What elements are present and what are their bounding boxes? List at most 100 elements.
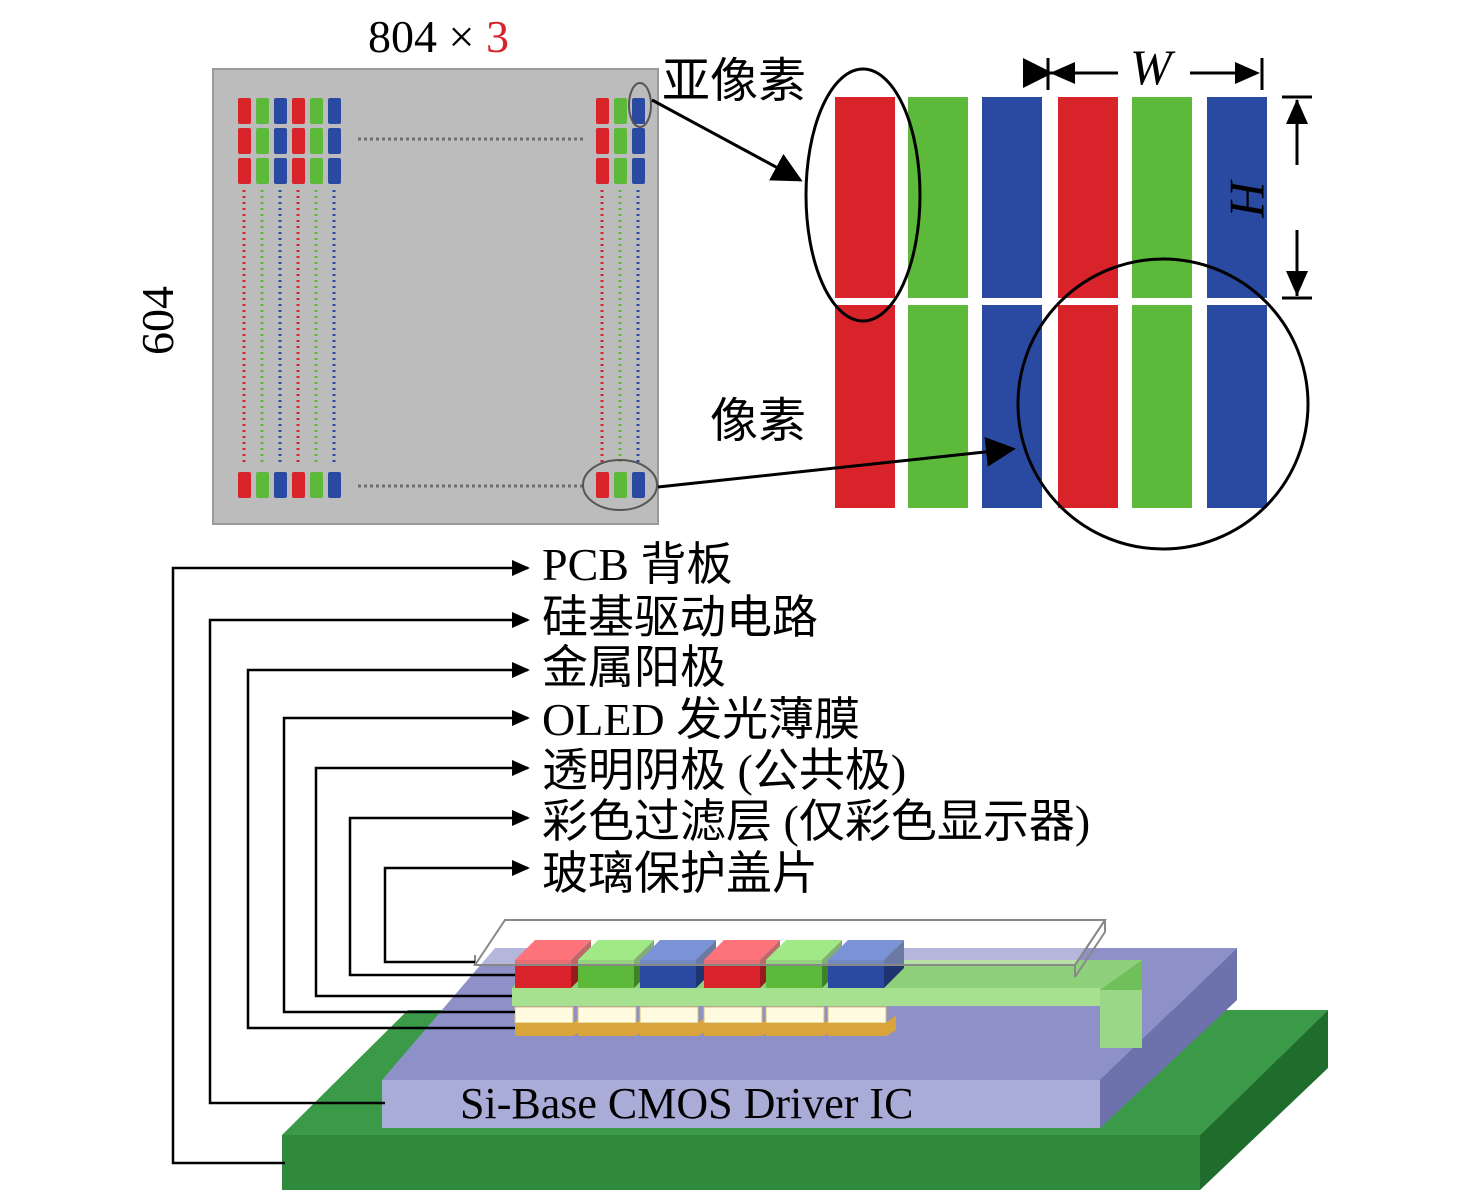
anode-white (639, 1006, 699, 1024)
panel-subpixel (238, 472, 251, 498)
layer-label-transparent-cathode: 透明阴极 (公共极) (542, 745, 907, 796)
zoom-subpixel (908, 305, 968, 508)
panel-subpixel (310, 128, 323, 154)
pixel-arrow (657, 436, 1016, 489)
panel-subpixel (256, 158, 269, 184)
panel-subpixel (596, 128, 609, 154)
panel-subpixel (614, 98, 627, 124)
anode-gold (828, 1015, 896, 1036)
subpixel-highlight-ellipse (628, 82, 652, 128)
width-dimension (1023, 58, 1264, 90)
anode-white (827, 1006, 887, 1024)
zoom-subpixel (1058, 97, 1118, 298)
zoom-subpixel (1058, 305, 1118, 508)
panel-subpixel (632, 158, 645, 184)
leader-arrowhead (512, 560, 530, 576)
panel-subpixel (632, 98, 645, 124)
panel-subpixel (596, 472, 609, 498)
anode-white (514, 1006, 574, 1024)
panel-subpixel (328, 158, 341, 184)
subpixel-label: 亚像素 (662, 55, 807, 108)
zoom-subpixel (1207, 305, 1267, 508)
zoom-subpixel (908, 97, 968, 298)
anode-white (765, 1006, 825, 1024)
subpixel-array (835, 97, 1267, 508)
zoom-subpixel (1132, 97, 1192, 298)
panel-subpixel (614, 128, 627, 154)
width-label: W (1130, 39, 1172, 95)
zoom-subpixel (835, 305, 895, 508)
subpixel-arrow (651, 98, 803, 182)
filter-top (704, 940, 780, 960)
panel-subpixel (632, 128, 645, 154)
layer-label-glass-cover: 玻璃保护盖片 (542, 848, 818, 899)
layer-label-pcb: PCB 背板 (542, 539, 733, 590)
panel-subpixel (274, 158, 287, 184)
leader-arrowhead (512, 810, 530, 826)
panel-subpixel (614, 472, 627, 498)
leader-line (314, 766, 528, 998)
panel-subpixel (328, 472, 341, 498)
layer-leader-lines (171, 560, 530, 1165)
leader-line (246, 668, 528, 1030)
filter-top (828, 940, 904, 960)
columns-dimension-label: 804 × 3 (368, 14, 509, 60)
leader-arrowhead (512, 760, 530, 776)
anode-gold (766, 1015, 834, 1036)
panel-subpixel (310, 98, 323, 124)
panel-subpixel (256, 128, 269, 154)
height-label: H (1220, 180, 1276, 217)
leader-line (383, 866, 528, 964)
panel-subpixel (328, 128, 341, 154)
oled-stack-illustration (282, 919, 1328, 1190)
panel-subpixel (238, 98, 251, 124)
panel-subpixel (292, 128, 305, 154)
pixel-label: 像素 (710, 395, 807, 448)
subpixel-ellipse (804, 67, 922, 323)
leader-arrowhead (512, 710, 530, 726)
panel-subpixel (328, 98, 341, 124)
display-panel (212, 68, 659, 525)
panel-subpixel (238, 128, 251, 154)
driver-ic-label: Si-Base CMOS Driver IC (460, 1079, 914, 1128)
panel-subpixel (310, 472, 323, 498)
height-dimension (1282, 95, 1312, 300)
anode-gold (515, 1015, 583, 1036)
panel-subpixel (256, 472, 269, 498)
columns-factor: 3 (485, 11, 509, 62)
panel-subpixel (310, 158, 323, 184)
leader-line (171, 566, 528, 1165)
anode-white (703, 1006, 763, 1024)
zoom-subpixel (982, 305, 1042, 508)
panel-subpixel (292, 98, 305, 124)
panel-subpixel (274, 128, 287, 154)
rows-dimension-label: 604 (132, 286, 183, 355)
pixel-circle (1016, 257, 1310, 551)
panel-subpixel (256, 98, 269, 124)
anode-gold (640, 1015, 708, 1036)
anode-gold (578, 1015, 646, 1036)
leader-line (208, 618, 528, 1105)
panel-subpixel (292, 472, 305, 498)
layer-label-driver-circuit: 硅基驱动电路 (542, 592, 818, 643)
anode-gold (704, 1015, 772, 1036)
filter-top (578, 940, 654, 960)
filter-top (640, 940, 716, 960)
times-sign: × (448, 11, 475, 62)
panel-subpixel (274, 472, 287, 498)
filter-top (766, 940, 842, 960)
filter-top (515, 940, 591, 960)
leader-line (282, 716, 528, 1014)
zoom-subpixel (982, 97, 1042, 298)
zoom-subpixel (1207, 97, 1267, 298)
columns-number: 804 (368, 11, 437, 62)
leader-line (348, 816, 528, 977)
panel-subpixel (614, 158, 627, 184)
layer-label-color-filter: 彩色过滤层 (仅彩色显示器) (542, 796, 1091, 847)
anode-white (577, 1006, 637, 1024)
panel-subpixel (238, 158, 251, 184)
panel-subpixel (292, 158, 305, 184)
zoom-subpixel (1132, 305, 1192, 508)
leader-arrowhead (512, 860, 530, 876)
